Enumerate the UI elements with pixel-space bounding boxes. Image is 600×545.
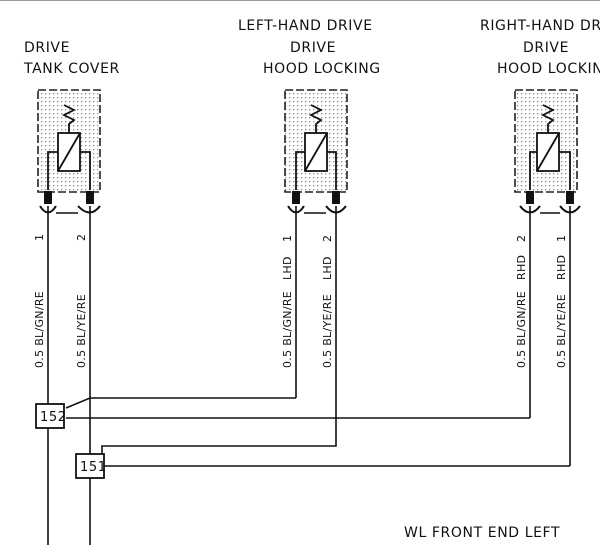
splice-151-label: 151 bbox=[80, 460, 107, 475]
tank-connector bbox=[39, 191, 101, 214]
tank-line1: DRIVE bbox=[24, 40, 70, 56]
lhd-wire-label-1: 0.5 BL/GN/RE bbox=[281, 291, 294, 368]
tank-pin-1: 1 bbox=[33, 234, 46, 241]
lhd-pin-2: 2 bbox=[321, 235, 334, 242]
tank-actuator-icon bbox=[47, 104, 91, 190]
rhd-actuator-icon bbox=[529, 104, 571, 190]
rhd-wire-label-2: 0.5 BL/GN/RE bbox=[515, 291, 528, 368]
rhd-header: RIGHT-HAND DRI bbox=[480, 18, 600, 34]
tank-line2: TANK COVER bbox=[23, 61, 120, 77]
component-lhd-hood-locking: LEFT-HAND DRIVE DRIVE HOOD LOCKING 1 2 L… bbox=[238, 18, 381, 418]
lhd-variant-1: LHD bbox=[281, 256, 294, 280]
splice-151: 151 bbox=[75, 453, 107, 479]
tank-wire-label-1: 0.5 BL/GN/RE bbox=[33, 291, 46, 368]
rhd-line2: HOOD LOCKING bbox=[497, 61, 600, 77]
lhd-line1: DRIVE bbox=[290, 40, 336, 56]
rhd-pin-2: 2 bbox=[515, 235, 528, 242]
rhd-variant-1: RHD bbox=[555, 255, 568, 280]
rhd-variant-2: RHD bbox=[515, 255, 528, 280]
lhd-actuator-icon bbox=[295, 104, 337, 190]
connection-wires bbox=[65, 397, 570, 467]
splice-152-label: 152 bbox=[40, 410, 67, 425]
tank-pin-2: 2 bbox=[75, 234, 88, 241]
splice-152: 152 bbox=[35, 403, 67, 429]
lhd-header: LEFT-HAND DRIVE bbox=[238, 18, 373, 34]
rhd-wire-label-1: 0.5 BL/YE/RE bbox=[555, 294, 568, 368]
component-tank-cover: DRIVE TANK COVER 1 2 0.5 BL/GN/RE 0.5 BL… bbox=[23, 40, 120, 545]
splice-152-box bbox=[35, 403, 65, 429]
rhd-line1: DRIVE bbox=[523, 40, 569, 56]
component-rhd-hood-locking: RIGHT-HAND DRI DRIVE HOOD LOCKING 2 1 RH… bbox=[480, 18, 600, 466]
lhd-variant-2: LHD bbox=[321, 256, 334, 280]
lhd-pin-1: 1 bbox=[281, 235, 294, 242]
rhd-connector bbox=[519, 191, 581, 214]
tank-wire-label-2: 0.5 BL/YE/RE bbox=[75, 294, 88, 368]
lhd-wire-label-2: 0.5 BL/YE/RE bbox=[321, 294, 334, 368]
location-label: WL FRONT END LEFT bbox=[404, 525, 560, 541]
splice-151-box bbox=[75, 453, 105, 479]
rhd-pin-1: 1 bbox=[555, 235, 568, 242]
lhd-line2: HOOD LOCKING bbox=[263, 61, 381, 77]
